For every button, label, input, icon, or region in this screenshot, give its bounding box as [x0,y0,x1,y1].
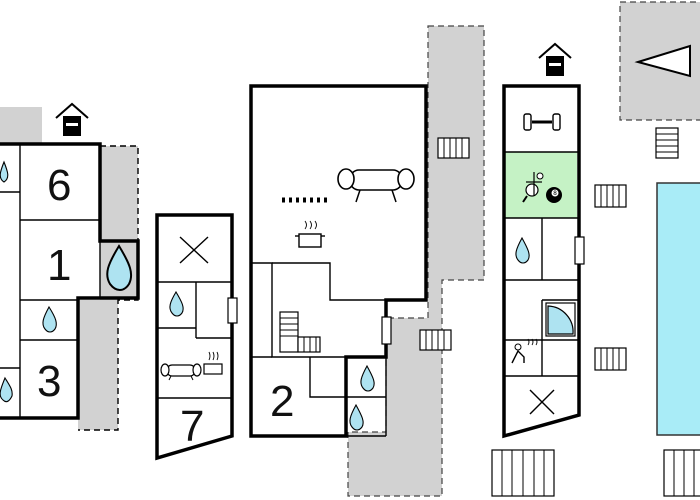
sun-lounger-icon [491,449,555,497]
house-icon [538,42,572,76]
bathroom-drop-icon [0,160,9,183]
room-number-1: 1 [47,241,71,290]
sofa-icon [337,168,415,203]
bed-icon [179,236,209,264]
room-number-6: 6 [47,161,71,210]
building-main [249,84,428,438]
bathroom-drop-icon [42,305,57,333]
sun-lounger-icon [419,329,452,351]
terrace-top-left [0,107,42,143]
bathroom-drop-icon [349,403,364,431]
svg-text:8: 8 [553,190,557,197]
building-right: 8 [502,84,585,439]
games-room [505,152,577,218]
room-number-7: 7 [180,402,204,451]
stairs-icon [279,311,321,353]
sun-lounger-icon [655,127,679,159]
dumbbell-icon [523,113,561,131]
sofa-icon [160,363,202,381]
kitchen-icon [295,220,325,248]
bed-icon [529,389,555,415]
swimming-pool [656,182,700,436]
bathroom-drop-icon [169,290,184,317]
house-icon [55,102,89,136]
sun-lounger-icon [663,449,700,497]
building-left [0,142,140,420]
terrace-center [347,25,485,497]
shower-icon [545,302,576,337]
billiards-icon: 8 [546,187,562,203]
sun-lounger-icon [437,137,470,159]
door-icon [574,236,585,265]
room-number-3: 3 [37,357,61,406]
table-tennis-icon [522,172,544,203]
sun-lounger-icon [594,184,627,208]
door-icon [227,297,238,324]
building-room7 [155,213,238,461]
kitchen-icon [203,351,223,375]
arrow-left-icon [634,44,691,78]
sauna-icon [511,338,538,364]
terrace-left-side [78,146,138,430]
room-number-2: 2 [270,377,294,426]
bathroom-drop-icon [106,244,133,291]
bathroom-drop-icon [360,364,375,392]
bathroom-drop-icon [515,236,530,264]
terrace-left-dashed [78,145,139,431]
sun-lounger-icon [594,347,627,371]
door-icon [381,316,392,345]
bathroom-drop-icon [0,376,13,403]
